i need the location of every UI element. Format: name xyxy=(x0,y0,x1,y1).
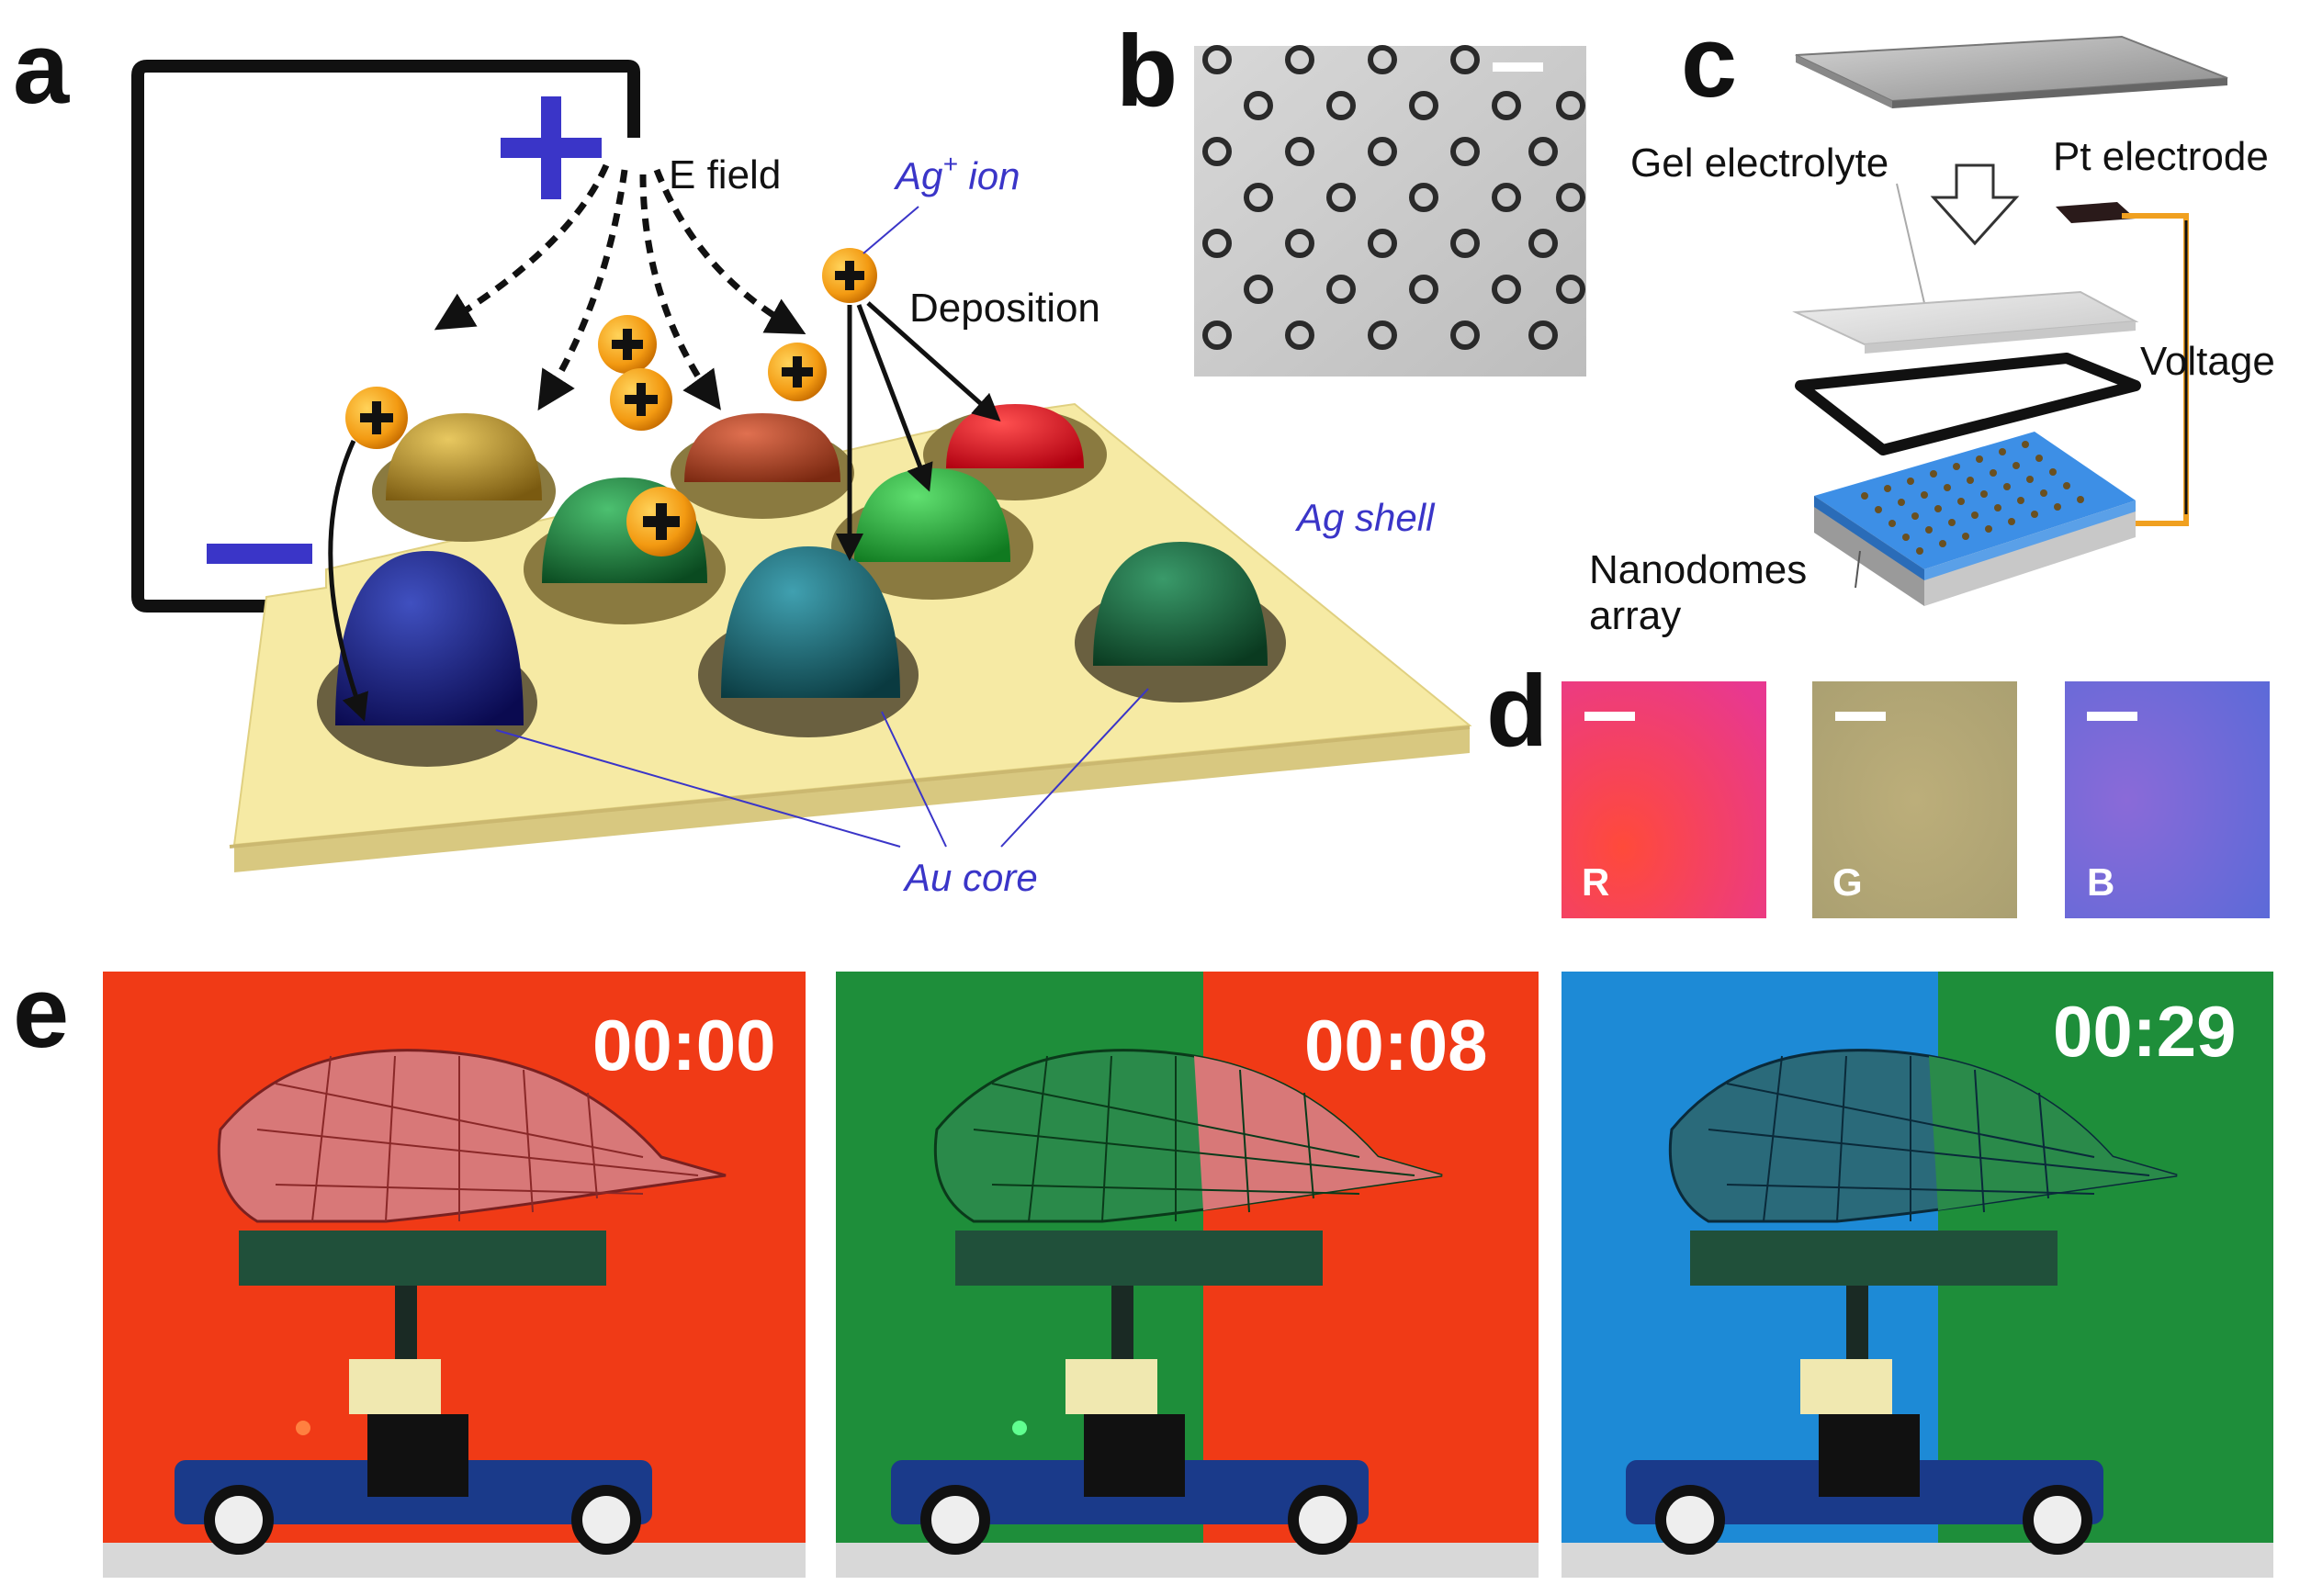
panel-c-letter: c xyxy=(1681,6,1737,118)
e-field-arrows xyxy=(434,163,806,411)
robot-chameleon xyxy=(175,1049,727,1555)
video-frame-1: 00:00 xyxy=(103,972,806,1578)
timestamp-3: 00:29 xyxy=(2053,991,2237,1072)
scale-bar xyxy=(1584,712,1635,721)
circuit-wire xyxy=(131,60,640,613)
timestamp-2: 00:08 xyxy=(1304,1005,1488,1085)
video-frame-3: 00:29 xyxy=(1562,972,2273,1578)
spacer-frame xyxy=(1795,353,2141,455)
ion-icon xyxy=(345,387,408,449)
dome-gold xyxy=(386,413,542,500)
dome-green-bright xyxy=(854,468,1010,562)
nanodomes-label-line1: Nanodomes xyxy=(1589,547,1807,592)
scale-bar xyxy=(1493,62,1543,72)
ag-ions xyxy=(345,248,877,556)
panel-a: a E field xyxy=(13,12,1472,899)
ion-icon xyxy=(768,343,827,401)
voltage-label: Voltage xyxy=(2140,339,2275,384)
panel-d: d R G B xyxy=(1486,655,2270,918)
panel-d-letter: d xyxy=(1486,655,1548,768)
dome-dark-green xyxy=(1093,542,1268,666)
robot-chameleon xyxy=(891,1049,1443,1555)
dome-navy xyxy=(335,551,524,725)
deposition-arrows xyxy=(328,301,1001,722)
nanodomes-label-line2: array xyxy=(1589,593,1681,638)
tile-b-label: B xyxy=(2087,860,2114,904)
assembly-arrow-icon xyxy=(1930,163,2020,246)
ag-ion-pointer xyxy=(862,206,919,254)
au-core-label: Au core xyxy=(902,856,1038,899)
panel-c: c Gel electrolyte Pt electrode Voltage xyxy=(1589,6,2275,638)
scale-bar xyxy=(2087,712,2137,721)
tile-g-label: G xyxy=(1832,860,1863,904)
positive-terminal-icon xyxy=(501,96,602,199)
timestamp-1: 00:00 xyxy=(592,1005,776,1085)
panel-e-letter: e xyxy=(13,956,69,1069)
ion-icon xyxy=(626,487,696,556)
ion-icon xyxy=(822,248,877,303)
pt-electrode xyxy=(2056,202,2136,223)
panel-b: b xyxy=(1116,15,1586,377)
ag-shell-label: Ag shell xyxy=(1294,496,1436,539)
au-core-pointers xyxy=(495,688,1149,848)
micrograph-pores xyxy=(1202,45,1585,350)
nanodome-dots xyxy=(1861,441,2084,555)
ion-icon xyxy=(610,368,672,431)
e-field-label: E field xyxy=(669,152,781,197)
panel-a-letter: a xyxy=(13,12,70,125)
pt-electrode-label: Pt electrode xyxy=(2053,134,2269,179)
panel-b-letter: b xyxy=(1116,15,1178,128)
panel-e: e 00:00 xyxy=(13,956,2273,1578)
video-frame-2: 00:08 xyxy=(836,972,1539,1578)
gel-electrolyte-label: Gel electrolyte xyxy=(1630,140,1888,185)
negative-terminal-icon xyxy=(207,544,312,564)
dome-red-dark xyxy=(684,413,840,482)
ion-icon xyxy=(598,315,657,374)
dome-teal xyxy=(721,546,900,698)
deposition-label: Deposition xyxy=(909,286,1100,331)
robot-chameleon xyxy=(1626,1049,2178,1555)
tile-r-label: R xyxy=(1582,860,1609,904)
scale-bar xyxy=(1835,712,1886,721)
ag-ion-label: Ag+ ion xyxy=(893,150,1020,197)
nanodomes-array-substrate xyxy=(1814,432,2136,606)
